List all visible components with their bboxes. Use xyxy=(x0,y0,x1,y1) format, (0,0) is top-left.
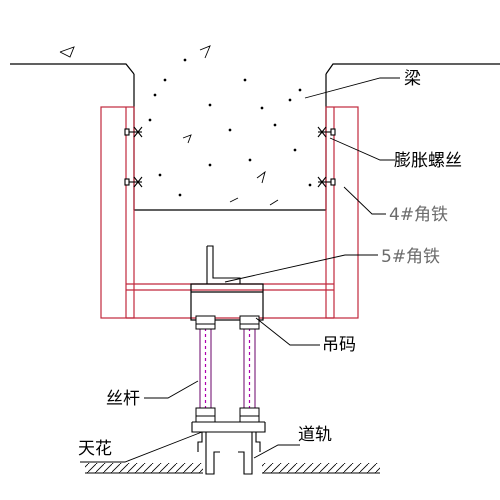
angle-steel-5 xyxy=(206,245,241,285)
label-angle-steel-4: 4#角铁 xyxy=(389,205,448,225)
concrete-texture xyxy=(59,45,312,206)
label-expansion-bolt: 膨胀螺丝 xyxy=(394,151,462,171)
label-ceiling: 天花 xyxy=(78,439,112,459)
angle-steel-4-left xyxy=(100,106,135,319)
rod-nuts xyxy=(195,315,260,423)
cross-angle-steel xyxy=(126,283,334,319)
threaded-rod-right xyxy=(243,321,256,413)
label-beam: 梁 xyxy=(404,69,421,89)
ceiling-line xyxy=(85,463,380,474)
label-hanger: 吊码 xyxy=(322,335,356,355)
label-angle-steel-5: 5#角铁 xyxy=(381,247,440,267)
threaded-rod-left xyxy=(199,321,212,413)
leader-lines xyxy=(80,77,400,463)
angle-steel-4-right xyxy=(325,106,359,319)
hanger-bracket xyxy=(190,283,264,321)
label-threaded-rod: 丝杆 xyxy=(106,389,140,409)
slab-outline xyxy=(10,63,500,211)
expansion-bolt-icon xyxy=(124,126,336,188)
label-track: 道轨 xyxy=(298,425,332,445)
track-profile xyxy=(191,421,266,475)
